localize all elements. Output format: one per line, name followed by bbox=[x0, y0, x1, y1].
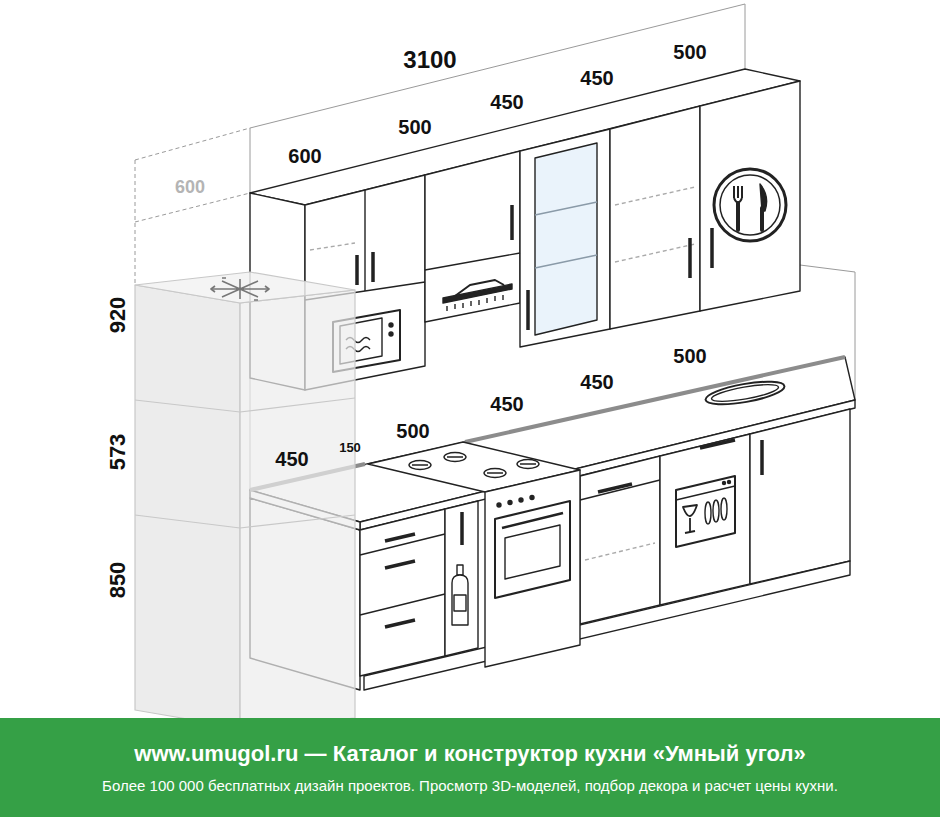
width-dimension: 3100 bbox=[403, 48, 456, 72]
width-dimension: 600 bbox=[288, 146, 321, 166]
width-dimension: 450 bbox=[580, 68, 613, 88]
width-dimension: 150 bbox=[339, 441, 361, 454]
width-dimension: 600 bbox=[175, 178, 205, 196]
width-dimension: 450 bbox=[490, 92, 523, 112]
height-dimension: 920 bbox=[107, 297, 129, 334]
width-dimension: 450 bbox=[490, 394, 523, 414]
width-dimension: 500 bbox=[396, 421, 429, 441]
promo-banner: www.umugol.ru — Каталог и конструктор ку… bbox=[0, 718, 940, 817]
banner-subtitle: Более 100 000 бесплатных дизайн проектов… bbox=[102, 777, 838, 794]
width-dimension: 450 bbox=[580, 372, 613, 392]
width-dimension: 500 bbox=[398, 117, 431, 137]
width-dimension: 500 bbox=[673, 346, 706, 366]
height-dimension: 573 bbox=[107, 434, 129, 471]
height-dimension: 850 bbox=[107, 562, 129, 599]
width-dimension: 500 bbox=[673, 42, 706, 62]
banner-title: www.umugol.ru — Каталог и конструктор ку… bbox=[134, 741, 805, 766]
width-dimension: 450 bbox=[275, 449, 308, 469]
